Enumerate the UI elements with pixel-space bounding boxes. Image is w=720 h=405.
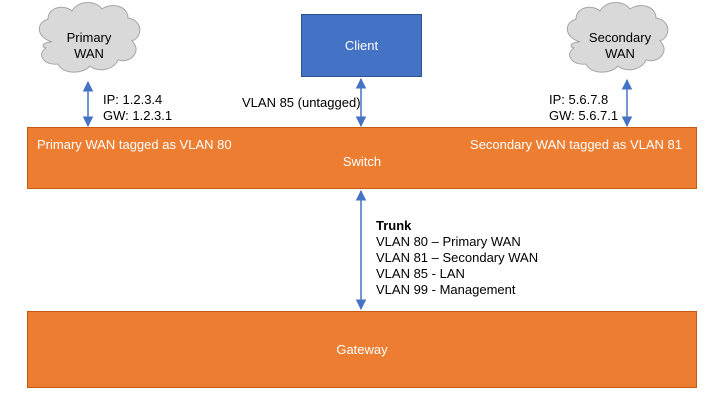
secondary-wan-label-line2: WAN <box>605 46 635 61</box>
trunk-line: VLAN 99 - Management <box>376 282 516 297</box>
primary-wan-cloud <box>38 2 141 73</box>
switch-node <box>27 127 697 189</box>
trunk-info: Trunk VLAN 80 – Primary WAN VLAN 81 – Se… <box>376 218 538 298</box>
secondary-wan-label: Secondary WAN <box>584 30 656 62</box>
client-label: Client <box>344 38 379 53</box>
gateway-node: Gateway <box>27 311 697 388</box>
secondary-wan-gw: GW: 5.6.7.1 <box>549 108 619 123</box>
switch-left-note: Primary WAN tagged as VLAN 80 <box>37 137 232 152</box>
primary-wan-gw: GW: 1.2.3.1 <box>103 108 173 123</box>
trunk-line: VLAN 85 - LAN <box>376 266 465 281</box>
secondary-wan-ip: IP: 5.6.7.8 <box>549 92 609 107</box>
primary-wan-label-line1: Primary <box>66 30 112 45</box>
client-node: Client <box>301 14 422 77</box>
switch-right-note: Secondary WAN tagged as VLAN 81 <box>470 137 682 152</box>
primary-wan-label-line2: WAN <box>74 46 104 61</box>
gateway-label: Gateway <box>336 342 388 357</box>
secondary-wan-cloud <box>566 2 669 73</box>
trunk-title: Trunk <box>376 218 412 233</box>
primary-wan-ip: IP: 1.2.3.4 <box>103 92 163 107</box>
trunk-line: VLAN 80 – Primary WAN <box>376 234 521 249</box>
switch-label: Switch <box>342 154 382 169</box>
trunk-line: VLAN 81 – Secondary WAN <box>376 250 539 265</box>
client-vlan-label: VLAN 85 (untagged) <box>242 95 361 110</box>
primary-wan-label: Primary WAN <box>56 30 122 62</box>
secondary-wan-label-line1: Secondary <box>588 30 652 45</box>
